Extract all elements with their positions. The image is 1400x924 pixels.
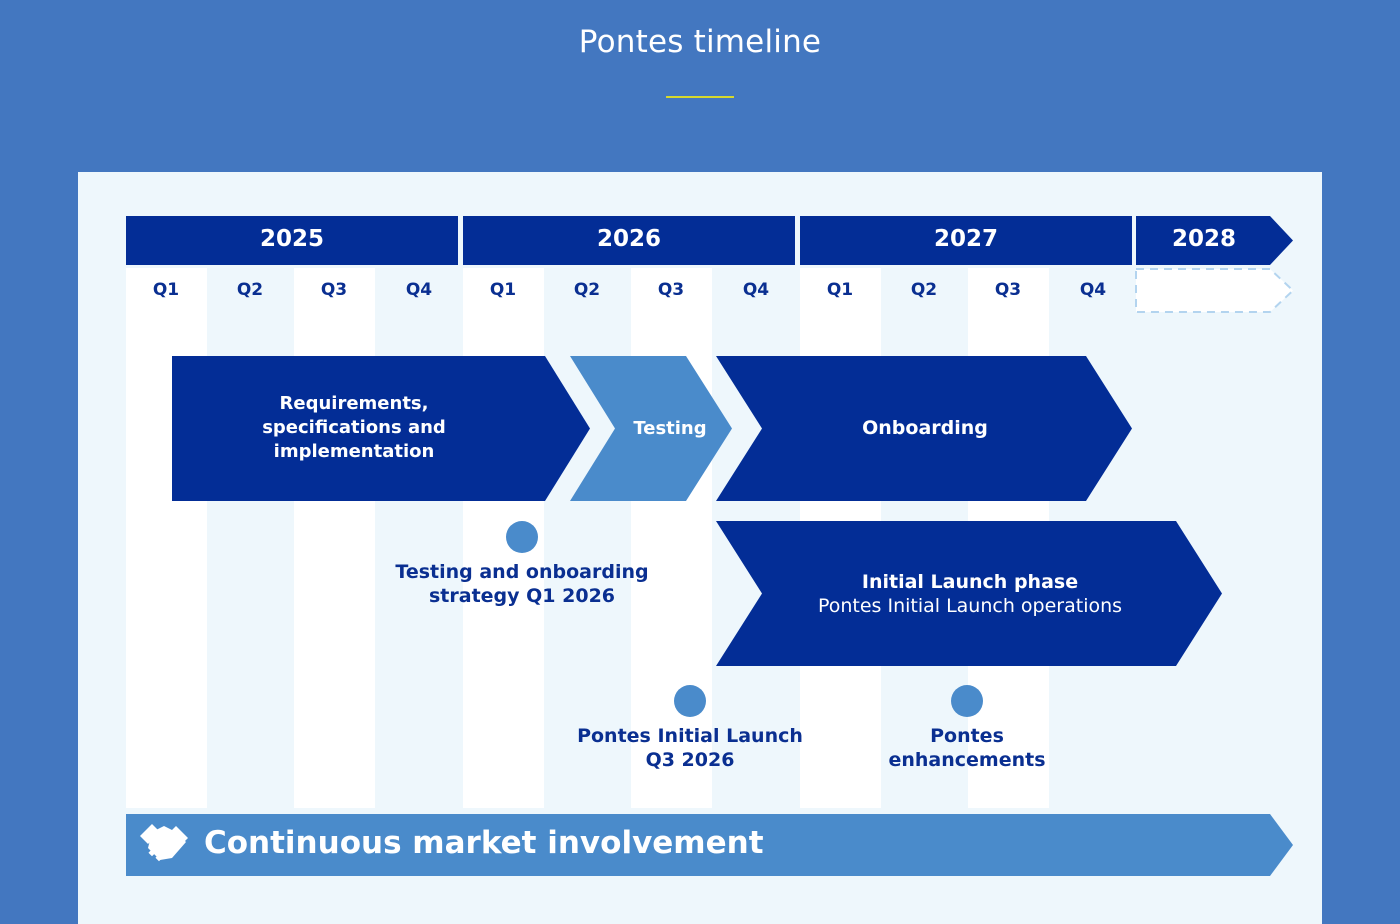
quarter-label: Q3 bbox=[657, 280, 685, 300]
phase-initial-launch-subtitle: Pontes Initial Launch operations bbox=[817, 595, 1123, 617]
continuous-market-label: Continuous market involvement bbox=[204, 825, 764, 861]
continuous-band bbox=[126, 814, 1293, 876]
title-underline bbox=[666, 96, 734, 98]
circle-marker-icon bbox=[506, 521, 538, 553]
quarter-label: Q2 bbox=[573, 280, 601, 300]
quarter-label: Q4 bbox=[1079, 280, 1107, 300]
page-title: Pontes timeline bbox=[578, 24, 822, 60]
phase-initial-launch-title: Initial Launch phase bbox=[861, 571, 1079, 593]
milestone-strategy-label: Testing and onboarding strategy Q1 2026 bbox=[395, 561, 649, 607]
quarter-label: Q1 bbox=[489, 280, 517, 300]
phase-requirements-label: Requirements, specifications and impleme… bbox=[262, 393, 446, 462]
phase-requirements-arrow bbox=[172, 356, 590, 501]
year-block-2026 bbox=[463, 216, 795, 265]
milestone-enhancements-label: Pontes enhancements bbox=[888, 725, 1046, 771]
phase-testing-label: Testing bbox=[633, 418, 707, 439]
quarter-label: Q1 bbox=[826, 280, 854, 300]
quarter-label: Q1 bbox=[152, 280, 180, 300]
milestone-launch-label: Pontes Initial Launch Q3 2026 bbox=[577, 725, 803, 771]
year-label-2027: 2027 bbox=[933, 226, 998, 252]
circle-marker-icon bbox=[674, 685, 706, 717]
circle-marker-icon bbox=[951, 685, 983, 717]
handshake-icon bbox=[140, 824, 188, 862]
year-header bbox=[126, 216, 1293, 265]
quarter-label: Q4 bbox=[405, 280, 433, 300]
column-stripe bbox=[294, 268, 375, 808]
phase-initial-launch-arrow bbox=[716, 521, 1222, 666]
quarter-label: Q2 bbox=[236, 280, 264, 300]
phase-onboarding-arrow bbox=[716, 356, 1132, 501]
column-stripe bbox=[126, 268, 207, 808]
year-block-2025 bbox=[126, 216, 458, 265]
quarter-label: Q2 bbox=[910, 280, 938, 300]
quarter-label: Q4 bbox=[742, 280, 770, 300]
phase-onboarding-label: Onboarding bbox=[862, 417, 988, 439]
year-label-2025: 2025 bbox=[259, 226, 324, 252]
phase-testing-arrow bbox=[570, 356, 732, 501]
year-label-2026: 2026 bbox=[596, 226, 661, 252]
quarter-label: Q3 bbox=[320, 280, 348, 300]
quarter-label: Q3 bbox=[994, 280, 1022, 300]
future-quarter-box bbox=[1135, 268, 1295, 313]
year-block-2028 bbox=[1136, 216, 1293, 265]
year-label-2028: 2028 bbox=[1171, 226, 1236, 252]
year-block-2027 bbox=[800, 216, 1132, 265]
